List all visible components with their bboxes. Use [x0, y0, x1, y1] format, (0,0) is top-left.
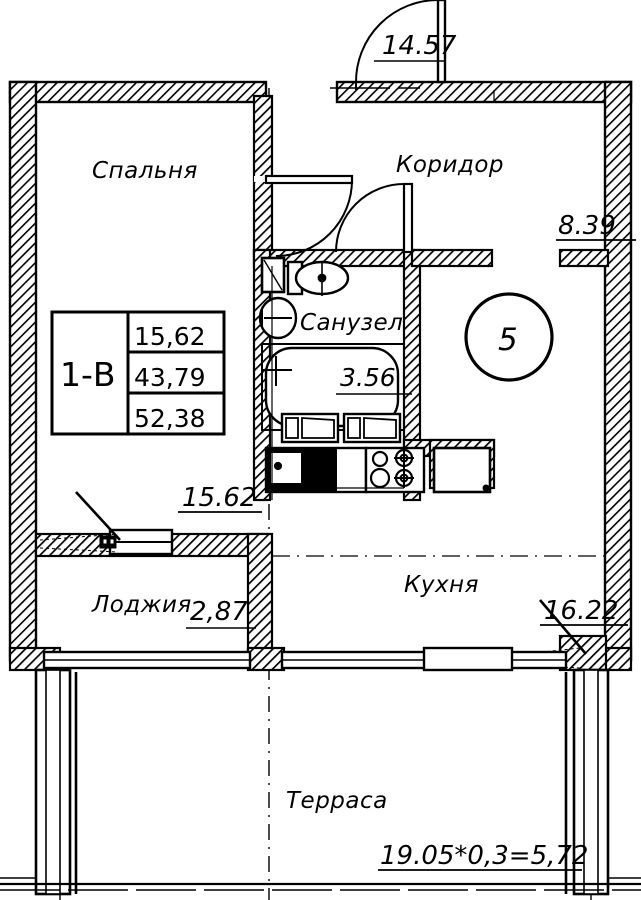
bathroom-fixtures — [258, 256, 405, 431]
bathroom-door-swing — [335, 183, 405, 253]
wall-top-right — [335, 80, 633, 104]
bedroom-door-swing — [275, 179, 353, 257]
corridor-area-label: 8.39 — [558, 211, 616, 241]
apartment-number-label: 5 — [498, 322, 518, 358]
bedroom-area-label: 15.62 — [182, 483, 256, 513]
kitchen-fridge — [432, 446, 492, 494]
wall-corridor-right — [410, 248, 494, 268]
kitchen-label: Кухня — [404, 572, 479, 598]
hob-burner-1 — [371, 450, 389, 468]
hob-burner-2 — [369, 467, 391, 489]
bedroom-label: Спальня — [92, 158, 198, 184]
construction-lines — [35, 90, 606, 557]
bathroom-area-label: 3.56 — [340, 363, 396, 392]
hob-burner-4 — [394, 468, 414, 488]
terrace-label: Терраса — [286, 788, 388, 814]
kitchen-leader — [539, 599, 587, 655]
entrance-dimension-leader — [330, 60, 446, 89]
total-area-incl-value: 52,38 — [134, 404, 206, 433]
exterior-walls — [8, 80, 633, 662]
kitchen-area-label: 16.22 — [544, 596, 618, 626]
entrance-door — [355, 0, 447, 90]
corridor-label: Коридор — [396, 152, 504, 178]
wall-left-exterior — [8, 80, 38, 662]
kitchen-terrace-door — [422, 646, 514, 672]
bottom-glazing — [42, 646, 568, 672]
living-area-value: 15,62 — [134, 322, 206, 351]
bathroom-label: Санузел — [300, 310, 403, 336]
bathroom-door — [335, 182, 414, 254]
apartment-number-circle — [464, 292, 554, 382]
bedroom-door-leaf — [264, 174, 354, 185]
terrace-structure — [0, 668, 641, 896]
wall-corridor-right-2 — [558, 248, 610, 268]
areas-table: 1-В 15,62 43,79 52,38 — [50, 310, 226, 436]
entrance-door-swing — [355, 0, 439, 83]
entrance-area-label: 14.57 — [382, 31, 457, 61]
wall-bottom-mid — [246, 646, 286, 672]
loggia-area-label: 2,87 — [190, 597, 248, 627]
wall-loggia-right — [246, 532, 274, 662]
total-area-excl-value: 43,79 — [134, 363, 206, 392]
bedroom-leader — [75, 491, 121, 541]
bedroom-opening-dashed — [36, 533, 120, 557]
areas-table-frame — [50, 310, 226, 436]
wall-right-exterior — [603, 80, 633, 662]
hob-burner-3 — [394, 448, 414, 468]
unit-code-label: 1-В — [60, 355, 116, 394]
bathroom-door-leaf — [402, 182, 414, 254]
loggia-label: Лоджия — [91, 592, 192, 618]
bedroom-door — [264, 174, 354, 257]
wall-top-left — [8, 80, 268, 104]
wall-bottom-right-col — [558, 634, 608, 672]
terrace-calc-label: 19.05*0,3=5,72 — [380, 841, 588, 871]
entrance-door-leaf — [436, 0, 447, 84]
kitchen-fixtures — [264, 412, 492, 494]
loggia-window — [99, 528, 174, 556]
kitchen-sink-drain — [273, 461, 283, 471]
